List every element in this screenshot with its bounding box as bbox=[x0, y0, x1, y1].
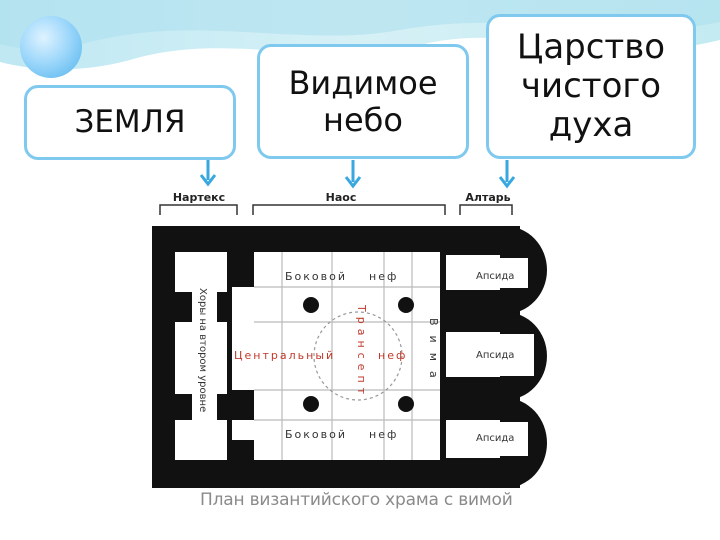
bema-label: Вима bbox=[427, 318, 440, 388]
card-spirit-label: Царство чистого духа bbox=[516, 26, 666, 146]
plan-columns bbox=[303, 297, 414, 412]
arrow-to-altar bbox=[498, 160, 516, 189]
card-pure-spirit: Царство чистого духа bbox=[486, 14, 696, 159]
dome-outline bbox=[313, 311, 403, 401]
zone-narthex-label: Нартекс bbox=[173, 191, 225, 204]
choirs-label: Хоры на втором уровне bbox=[197, 288, 208, 412]
plan-inner-walls bbox=[232, 252, 450, 460]
side-nave-top-label: Боковой неф bbox=[285, 270, 398, 283]
transept-label: Трансепт bbox=[355, 304, 368, 399]
central-nave-right-label: неф bbox=[378, 349, 407, 362]
plan-grid bbox=[254, 252, 440, 460]
arrow-to-narthex bbox=[199, 160, 217, 187]
card-earth-label: ЗЕМЛЯ bbox=[74, 103, 186, 140]
central-nave-left-label: Центральный bbox=[234, 349, 335, 362]
zone-brackets bbox=[159, 204, 513, 215]
zone-altar-label: Алтарь bbox=[465, 191, 510, 204]
card-earth: ЗЕМЛЯ bbox=[24, 85, 236, 160]
card-sky-label: Видимое небо bbox=[288, 63, 438, 139]
card-visible-sky: Видимое небо bbox=[257, 44, 469, 159]
decorative-bubble bbox=[20, 16, 82, 78]
apse-bottom-label: Апсида bbox=[476, 433, 514, 444]
apse-top-label: Апсида bbox=[476, 271, 514, 282]
zone-naos-label: Наос bbox=[326, 191, 357, 204]
side-nave-bottom-label: Боковой неф bbox=[285, 428, 398, 441]
apse-middle-label: Апсида bbox=[476, 350, 514, 361]
plan-caption: План византийского храма с вимой bbox=[200, 490, 513, 510]
arrow-to-naos bbox=[344, 160, 362, 189]
